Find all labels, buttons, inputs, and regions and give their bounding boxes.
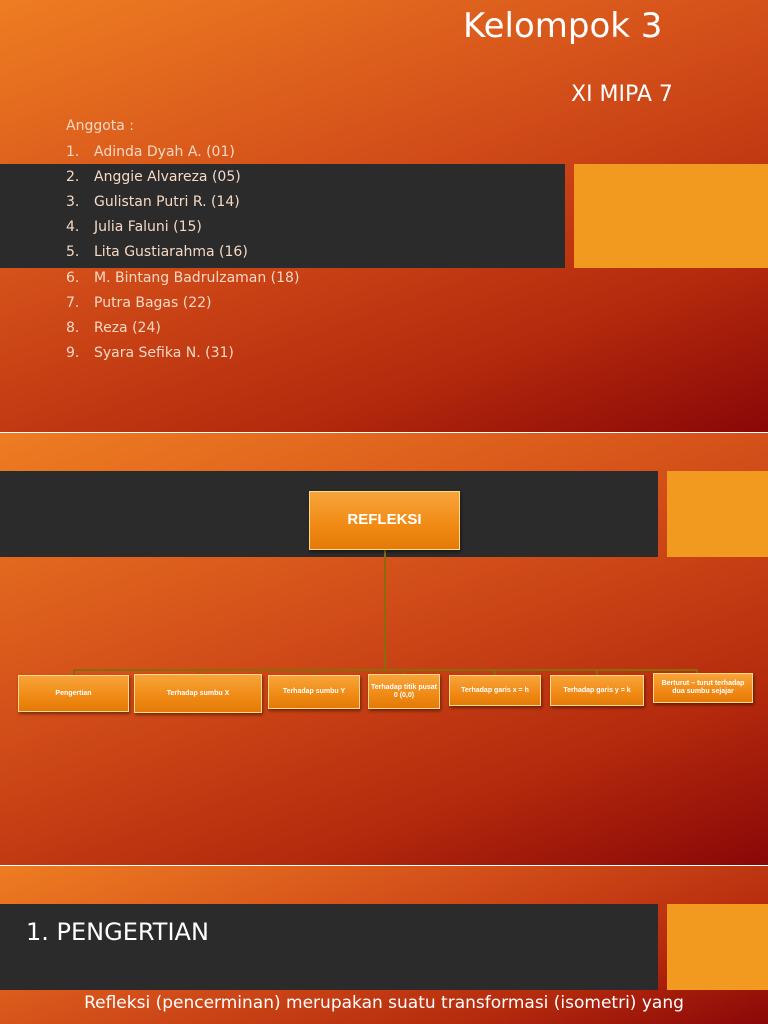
member-item: 4.Julia Faluni (15) (66, 219, 202, 235)
member-item: 5.Lita Gustiarahma (16) (66, 244, 248, 260)
connector-line (696, 669, 698, 673)
diagram-child-node: Terhadap garis x = h (449, 675, 541, 706)
member-item: 8.Reza (24) (66, 320, 161, 336)
slide-title: Kelompok 3 (463, 6, 663, 46)
accent-block (574, 164, 768, 268)
member-item: 7.Putra Bagas (22) (66, 295, 212, 311)
member-item: 2.Anggie Alvareza (05) (66, 169, 241, 185)
connector-line (73, 669, 698, 671)
accent-block (667, 471, 768, 557)
diagram-child-node: Berturut – turut terhadap dua sumbu seja… (653, 673, 753, 703)
accent-block (667, 904, 768, 990)
member-item: 3.Gulistan Putri R. (14) (66, 194, 240, 210)
diagram-child-node: Terhadap garis y = k (550, 675, 644, 706)
class-label: XI MIPA 7 (571, 82, 673, 107)
diagram-child-node: Terhadap titik pusat 0 (0,0) (368, 674, 440, 709)
member-item: 6.M. Bintang Badrulzaman (18) (66, 270, 300, 286)
connector-line (596, 669, 598, 675)
member-item: 9.Syara Sefika N. (31) (66, 345, 234, 361)
diagram-child-node: Pengertian (18, 675, 129, 712)
slide-pengertian: 1. PENGERTIAN Refleksi (pencerminan) mer… (0, 866, 768, 1024)
dark-band (0, 904, 658, 990)
connector-line (198, 669, 200, 674)
diagram-root-node: REFLEKSI (309, 491, 460, 550)
connector-line (73, 669, 75, 675)
slide-kelompok: Kelompok 3 XI MIPA 7 Anggota : 1.Adinda … (0, 0, 768, 432)
section-title: 1. PENGERTIAN (26, 918, 209, 946)
connector-line (384, 550, 386, 670)
dark-band (0, 164, 565, 268)
diagram-child-node: Terhadap sumbu X (134, 674, 262, 713)
connector-line (314, 669, 316, 675)
slide-refleksi-diagram: REFLEKSI Pengertian Terhadap sumbu X Ter… (0, 433, 768, 865)
members-label: Anggota : (66, 118, 135, 134)
connector-line (494, 669, 496, 675)
member-item: 1.Adinda Dyah A. (01) (66, 144, 235, 160)
definition-paragraph: Refleksi (pencerminan) merupakan suatu t… (84, 993, 684, 1013)
diagram-child-node: Terhadap sumbu Y (268, 675, 360, 709)
connector-line (403, 669, 405, 674)
